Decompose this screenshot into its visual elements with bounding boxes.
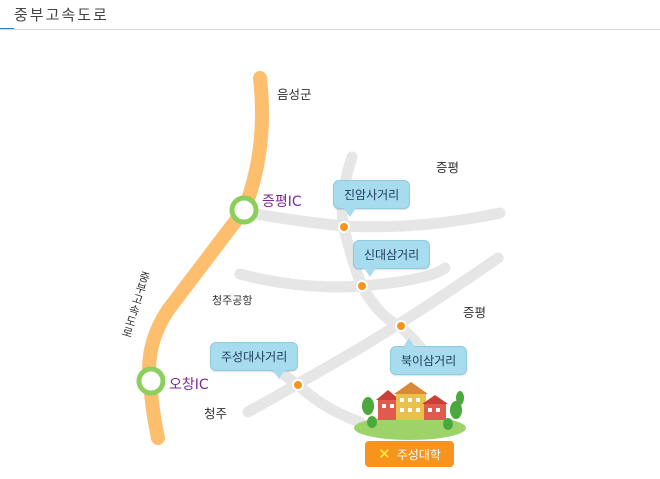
road-cheongju-diagonal — [242, 252, 504, 418]
sindae-marker[interactable] — [356, 280, 368, 292]
university-logo-icon: ✕ — [378, 445, 391, 463]
callout-juseong-dae[interactable]: 주성대사거리 — [210, 342, 299, 379]
title-divider — [0, 29, 660, 30]
place-label-cheongju: 청주 — [204, 406, 228, 421]
jeungpyeong-ic-ring[interactable] — [229, 195, 259, 225]
buki-marker[interactable] — [395, 320, 407, 332]
jinam-marker[interactable] — [338, 221, 350, 233]
place-label-jeungpyeong-top: 증평 — [436, 160, 460, 175]
university-building-icon[interactable] — [354, 382, 466, 440]
road-east-west-upper — [239, 206, 506, 233]
place-label-jeungpyeong-right: 증평 — [463, 305, 487, 320]
place-label-eumseong: 음성군 — [277, 87, 312, 102]
juseong-dae-marker[interactable] — [292, 379, 304, 391]
road-airport — [234, 262, 451, 293]
ic-label-jeungpyeong[interactable]: 증평IC — [262, 194, 302, 210]
callout-jinam[interactable]: 진암사거리 — [333, 180, 411, 217]
destination-name: 주성대학 — [396, 447, 441, 462]
callout-buki[interactable]: 북이삼거리 — [390, 338, 468, 375]
page-title: 중부고속도로 — [14, 6, 109, 24]
ochang-ic-ring[interactable] — [136, 366, 166, 396]
destination-badge[interactable]: ✕ 주성대학 — [365, 441, 454, 467]
place-label-airport: 청주공항 — [212, 294, 253, 307]
ic-label-ochang[interactable]: 오창IC — [169, 377, 209, 393]
callout-sindae[interactable]: 신대삼거리 — [353, 240, 431, 277]
